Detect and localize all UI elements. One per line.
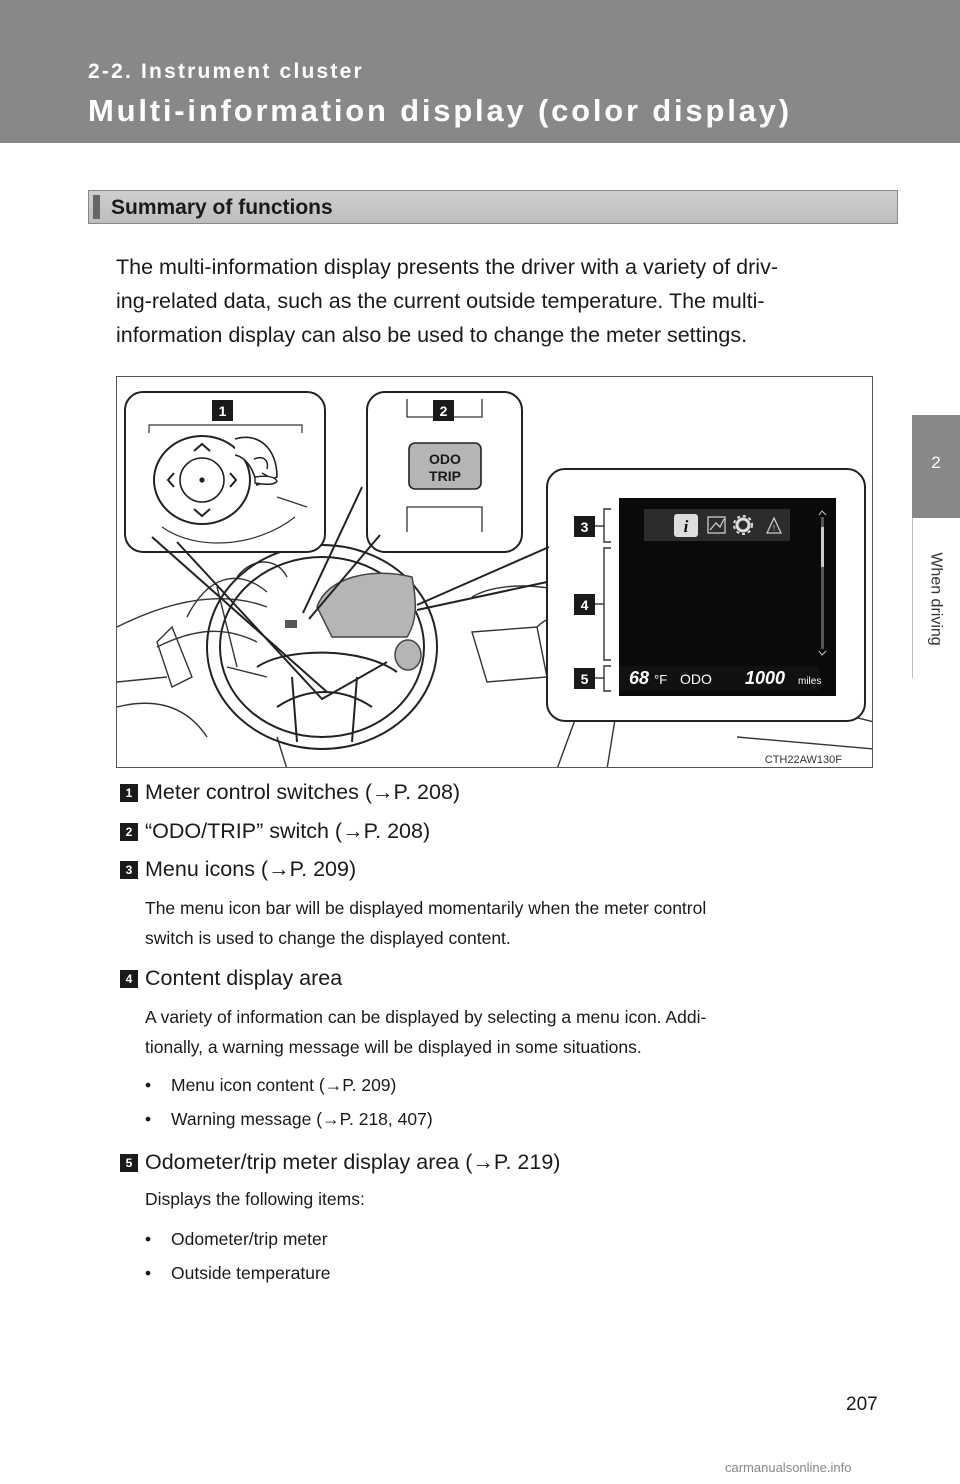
warning-icon (765, 516, 783, 534)
summary-heading: Summary of functions (88, 190, 898, 224)
item-5-description: Displays the following items: (145, 1184, 893, 1214)
bullet-item: •Outside temperature (145, 1263, 331, 1283)
callout-3-badge (574, 516, 595, 537)
info-icon (674, 514, 698, 537)
watermark: carmanualsonline.info (725, 1460, 852, 1475)
chapter-label-text: When driving (928, 552, 945, 646)
item-badge: 5 (120, 1153, 138, 1172)
item-text: Content display area (145, 966, 343, 990)
summary-heading-text: Summary of functions (111, 196, 333, 219)
desc-line: Displays the following items: (145, 1189, 365, 1209)
item-text: Odometer/trip meter display area (→P. 21… (145, 1150, 561, 1174)
display-odo-unit: miles (798, 676, 821, 687)
instrument-figure: 1 ODO TRIP 2 i ! (116, 376, 873, 768)
callout-5-label: 5 (581, 671, 589, 687)
chapter-label: When driving (914, 534, 958, 664)
item-4-description: A variety of information can be displaye… (145, 1002, 893, 1062)
bullet-item: •Menu icon content (→P. 209) (145, 1075, 397, 1095)
item-3-description: The menu icon bar will be displayed mome… (145, 893, 893, 953)
svg-text:i: i (684, 517, 689, 536)
section-label: 2-2. Instrument cluster (88, 60, 364, 83)
desc-line: The menu icon bar will be displayed mome… (145, 898, 707, 918)
item-3: 3 Menu icons (→P. 209) (120, 857, 356, 882)
display-odo-label: ODO (680, 671, 712, 687)
item-5: 5 Odometer/trip meter display area (→P. … (120, 1150, 560, 1175)
page-header: 2-2. Instrument cluster Multi-informatio… (0, 0, 960, 143)
svg-text:!: ! (773, 524, 775, 533)
callout-1-label: 1 (219, 403, 227, 419)
callout-3-label: 3 (581, 519, 589, 535)
dashboard-illustration: 1 ODO TRIP 2 i ! (117, 391, 872, 767)
item-1: 1 Meter control switches (→P. 208) (120, 780, 460, 805)
callout-5-badge (574, 668, 595, 689)
chapter-tab-lower (912, 518, 960, 678)
chapter-tab[interactable]: 2 (912, 415, 960, 518)
bullet-item: •Warning message (→P. 218, 407) (145, 1109, 433, 1129)
item-text: Menu icons (→P. 209) (145, 857, 357, 881)
item-badge: 2 (120, 822, 138, 841)
display-temperature-unit: °F (654, 672, 667, 687)
callout-1-badge (212, 400, 233, 421)
page-title: Multi-information display (color display… (88, 93, 792, 128)
intro-line: The multi-information display presents t… (116, 255, 778, 279)
item-badge: 4 (120, 969, 138, 988)
drive-info-icon (707, 516, 726, 534)
chapter-number: 2 (931, 453, 941, 472)
page-number: 207 (846, 1394, 878, 1415)
callout-4-label: 4 (581, 597, 589, 613)
callout-2-label: 2 (440, 403, 448, 419)
item-4: 4 Content display area (120, 966, 342, 991)
desc-line: switch is used to change the displayed c… (145, 928, 511, 948)
item-badge: 1 (120, 783, 138, 802)
trip-button-label: TRIP (429, 468, 461, 484)
display-temperature: 68 (629, 668, 649, 688)
item-text: Meter control switches (→P. 208) (145, 780, 461, 804)
callout-4-badge (574, 594, 595, 615)
odo-button-label: ODO (429, 451, 461, 467)
callout-2-badge (433, 400, 454, 421)
desc-line: tionally, a warning message will be disp… (145, 1037, 642, 1057)
settings-icon (733, 515, 753, 535)
desc-line: A variety of information can be displaye… (145, 1007, 707, 1027)
intro-line: information display can also be used to … (116, 323, 748, 347)
intro-paragraph: The multi-information display presents t… (116, 250, 898, 352)
item-badge: 3 (120, 860, 138, 879)
item-text: “ODO/TRIP” switch (→P. 208) (145, 819, 431, 843)
item-2: 2 “ODO/TRIP” switch (→P. 208) (120, 819, 430, 844)
display-odo-value: 1000 (745, 668, 785, 688)
intro-line: ing-related data, such as the current ou… (116, 289, 765, 313)
bullet-item: •Odometer/trip meter (145, 1229, 328, 1249)
figure-code: CTH22AW130F (765, 754, 843, 766)
